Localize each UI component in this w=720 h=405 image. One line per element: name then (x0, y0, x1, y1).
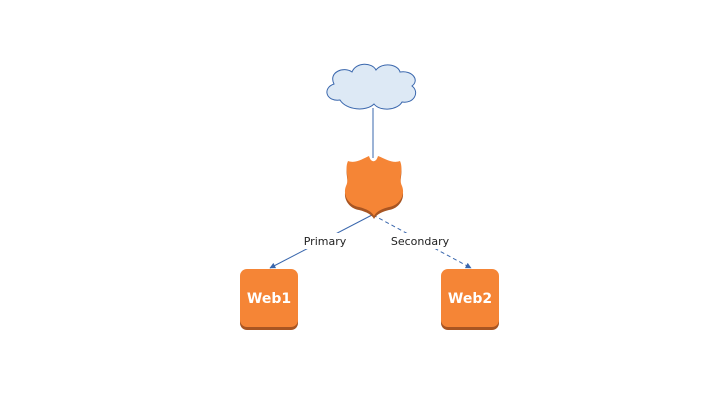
cloud-icon[interactable] (326, 63, 417, 110)
secondary-label-bg (387, 233, 451, 249)
web1-label: Web1 (247, 291, 291, 307)
shield-icon[interactable] (344, 156, 404, 219)
edge-label-primary: Primary (304, 235, 347, 248)
primary-label-bg (300, 233, 350, 249)
web2-label: Web2 (448, 291, 492, 307)
edge-secondary (372, 214, 472, 269)
web1-box (240, 269, 298, 327)
web1-node[interactable]: Web1 (240, 269, 298, 330)
web2-box (441, 269, 499, 327)
web2-node[interactable]: Web2 (441, 269, 499, 330)
edge-label-secondary: Secondary (391, 235, 450, 248)
